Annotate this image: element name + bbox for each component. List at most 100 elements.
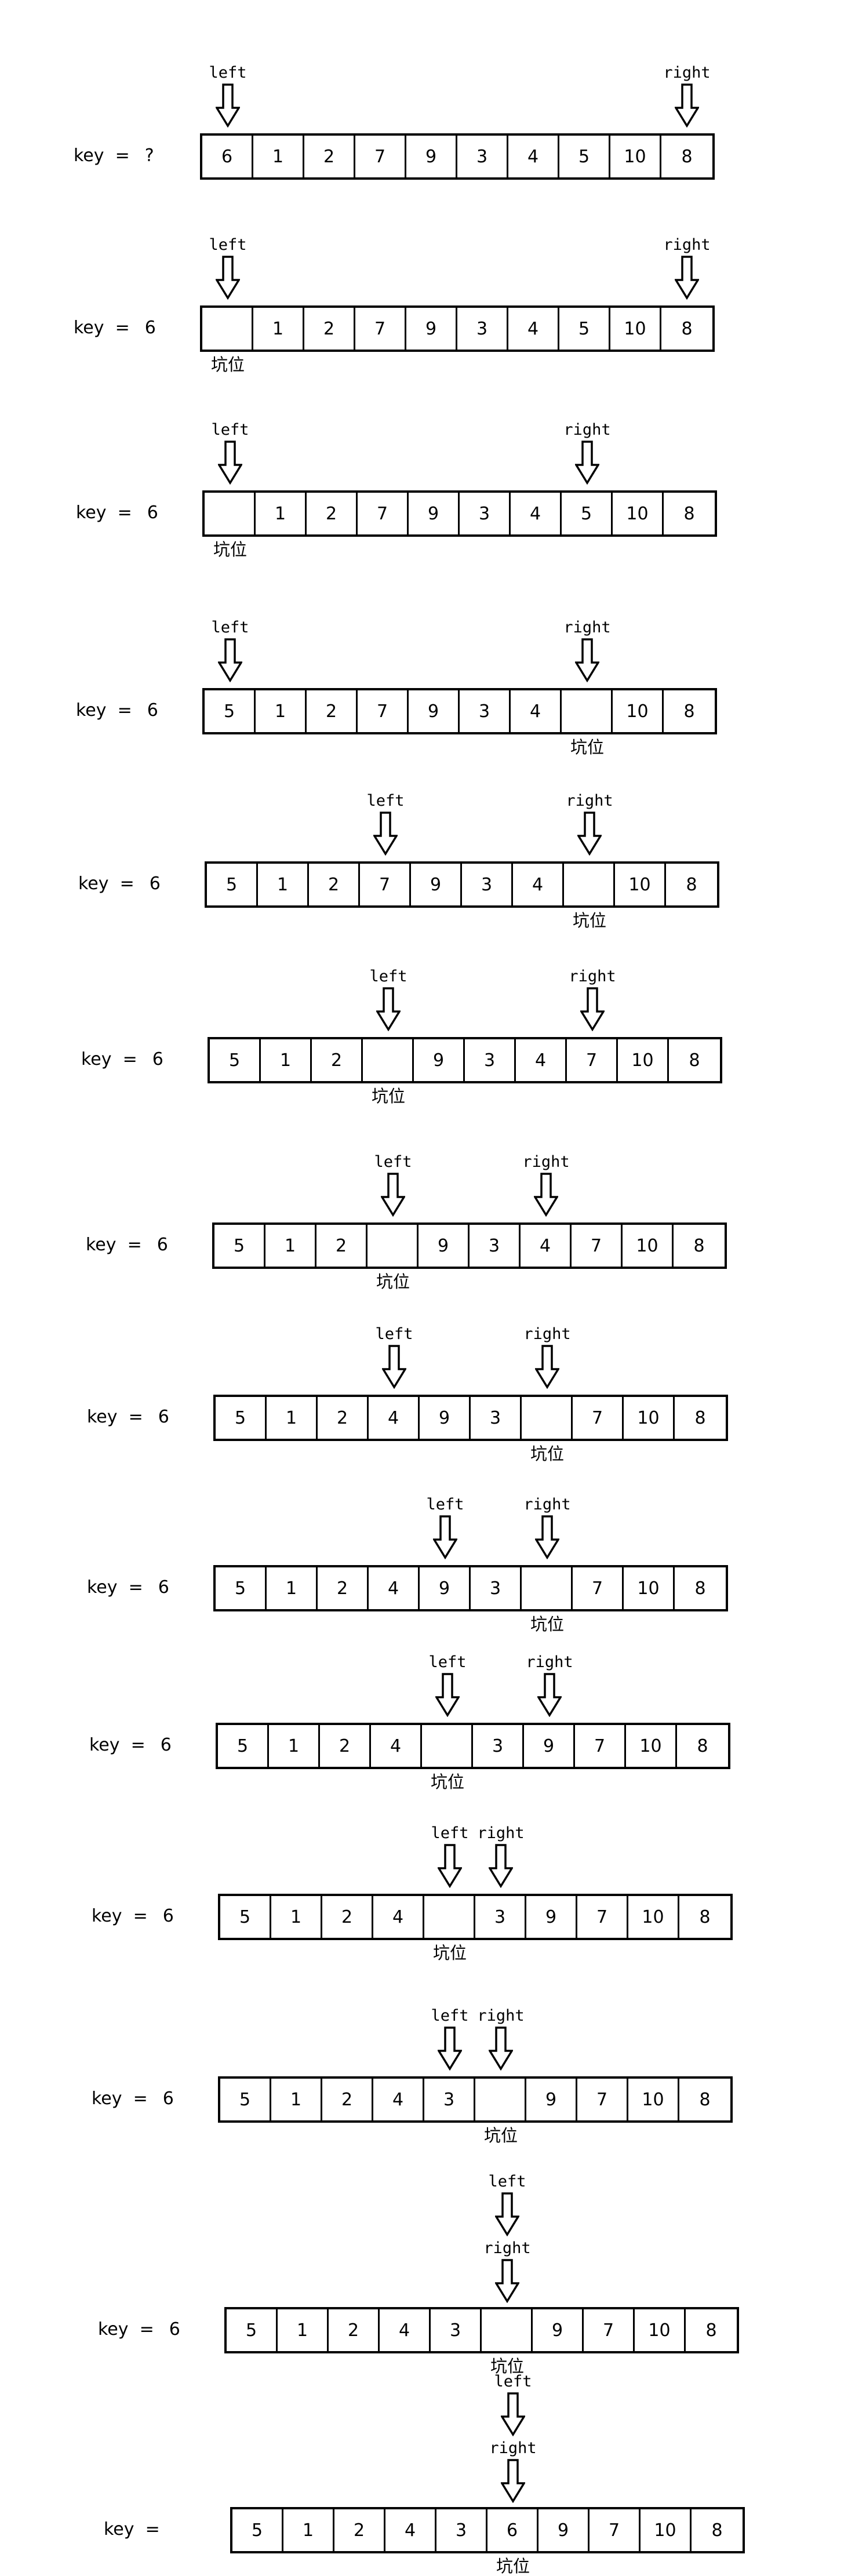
array-cell: 10 (613, 690, 664, 732)
array-cell: 10 (641, 2509, 692, 2551)
left-pointer-label: left (374, 1153, 412, 1171)
pit-label: 坑位 (496, 2556, 530, 2576)
key-label: key =6 (92, 2090, 174, 2108)
down-arrow-icon (535, 1345, 559, 1389)
array-cell: 9 (419, 1225, 470, 1267)
down-arrow-icon (675, 256, 699, 300)
left-pointer-arrow: left (201, 620, 259, 683)
down-arrow-icon (537, 1673, 562, 1717)
left-pointer-arrow: left (364, 1154, 422, 1218)
array-cell: 10 (613, 493, 664, 534)
right-pointer-arrow: right (517, 1154, 575, 1218)
right-pointer-label: right (563, 618, 611, 636)
array-cell: 1 (253, 136, 304, 177)
key-label: key =6 (87, 1409, 169, 1426)
array-cell: 1 (271, 1896, 322, 1938)
array-cell: 10 (610, 136, 661, 177)
array-cell: 9 (411, 864, 462, 905)
key-label-text: key = (92, 1906, 148, 1926)
key-label: key = 6 (78, 875, 161, 893)
array-cell: 7 (567, 1039, 618, 1081)
key-label: key =6 (76, 504, 158, 522)
array-cell: 7 (577, 1896, 628, 1938)
key-label: key =6 (87, 1579, 169, 1596)
key-value: 6 (162, 1906, 174, 1926)
array-cell: 1 (253, 308, 304, 350)
array-cell: 8 (694, 1578, 706, 1599)
key-label-text: key = (78, 874, 134, 894)
array-cell: 9 (420, 1567, 471, 1609)
array-cell: 2 (304, 308, 355, 350)
array-cell: 1 (267, 1567, 318, 1609)
array-cell: 1 (256, 493, 307, 534)
array-cell (475, 2079, 526, 2120)
array-cell: 8 (689, 1050, 700, 1071)
array-cell: 8 (693, 1235, 705, 1256)
array-cell: 5 (559, 308, 610, 350)
array-cell: 8 (694, 1407, 706, 1428)
array-cell: 1 (278, 2309, 329, 2351)
key-value: 6 (149, 874, 161, 894)
left-pointer-arrow: left (421, 1825, 479, 1889)
array-cell: 7 (572, 1225, 623, 1267)
key-label-text: key = (74, 145, 130, 166)
pit-label: 坑位 (213, 540, 247, 559)
array-cell: 8 (683, 701, 695, 722)
down-arrow-icon (501, 2392, 525, 2436)
key-label-text: key = (92, 2089, 148, 2109)
down-arrow-icon (381, 1173, 405, 1217)
down-arrow-icon (489, 1844, 513, 1888)
down-arrow-icon (438, 1844, 462, 1888)
right-pointer-label: right (563, 421, 611, 439)
array-cell: 2 (312, 1039, 363, 1081)
array-cell: 4 (380, 2309, 431, 2351)
key-value: 6 (144, 318, 156, 338)
down-arrow-icon (216, 256, 240, 300)
right-pointer-arrow: right (558, 422, 616, 486)
array-cell: 10 (628, 2079, 679, 2120)
down-arrow-icon (675, 83, 699, 128)
key-label: key =6 (98, 2321, 180, 2338)
array-cell: 3 (436, 2509, 487, 2551)
right-pointer-arrow: right (472, 2008, 530, 2072)
array-cell: 5 (562, 493, 613, 534)
left-pointer-arrow: left (416, 1497, 474, 1560)
array-cell: 5 (214, 1225, 265, 1267)
array-cell: 1 (265, 1225, 316, 1267)
pit-label: 坑位 (371, 1086, 405, 1106)
key-label: key =6 (86, 1236, 168, 1254)
array-cell: 4 (373, 2079, 424, 2120)
array-cell (202, 308, 253, 350)
array-cell: 7 (590, 2509, 641, 2551)
array-cell: 3 (460, 690, 511, 732)
left-pointer-arrow: left (484, 2374, 542, 2437)
array-cell: 4 (511, 690, 562, 732)
key-value: 6 (147, 700, 158, 721)
array-cell: 3 (457, 308, 508, 350)
key-label-text: key = (104, 2519, 160, 2539)
array-cell: 4 (385, 2509, 436, 2551)
down-arrow-icon (438, 2026, 462, 2071)
array-cell: 1 (269, 1725, 320, 1767)
array-cell: 9 (526, 2079, 577, 2120)
array-cell: 8 (711, 2520, 723, 2541)
array-cell (363, 1039, 414, 1081)
down-arrow-icon (575, 638, 599, 682)
right-pointer-label: right (566, 792, 613, 810)
array-cell: 9 (526, 1896, 577, 1938)
left-pointer-label: left (211, 421, 249, 439)
array-cell: 2 (322, 2079, 373, 2120)
array-cell: 9 (414, 1039, 465, 1081)
array-cell: 8 (699, 2089, 711, 2110)
array-cell (522, 1397, 573, 1439)
array-cell: 1 (258, 864, 309, 905)
right-pointer-arrow: right (518, 1497, 576, 1560)
